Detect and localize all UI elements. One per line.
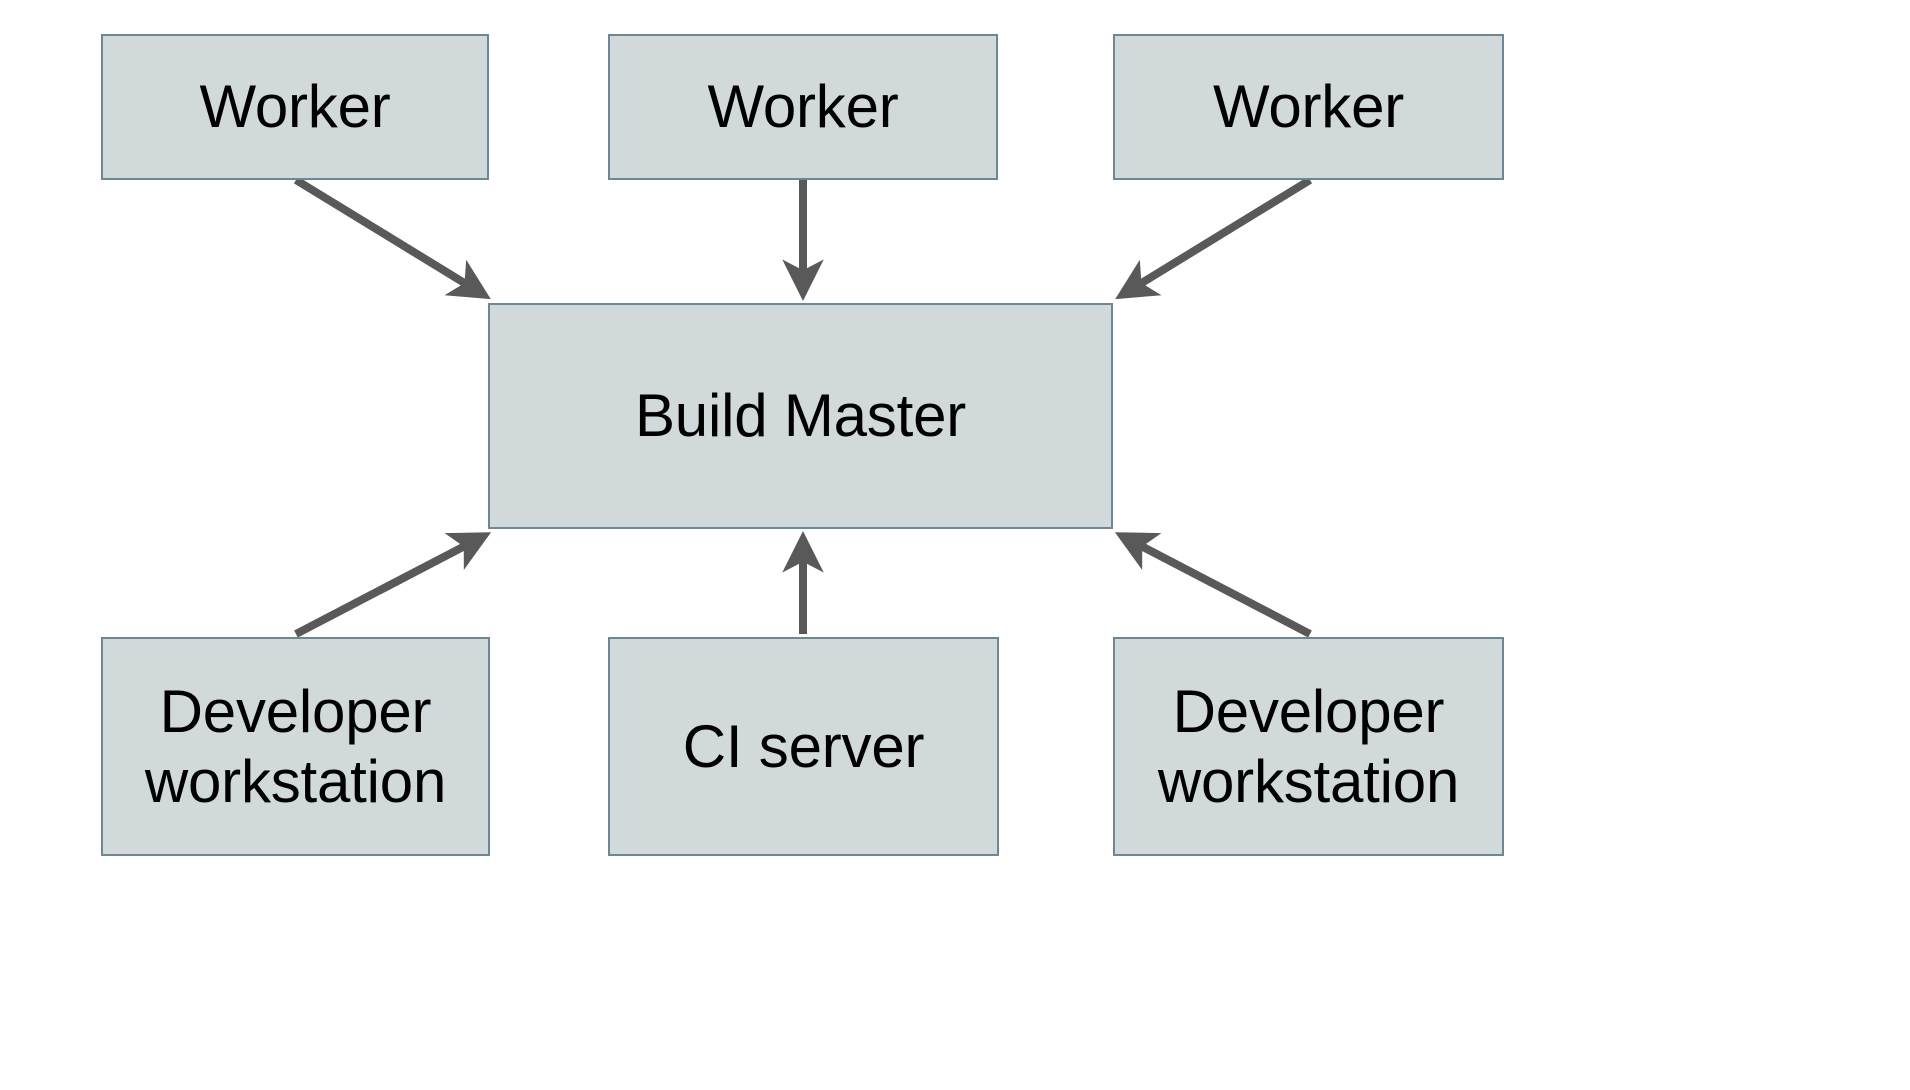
node-worker-3[interactable]: Worker bbox=[1113, 34, 1504, 180]
node-build-master[interactable]: Build Master bbox=[488, 303, 1113, 529]
node-build-master-label: Build Master bbox=[634, 382, 967, 450]
node-worker-2-label: Worker bbox=[707, 73, 899, 141]
node-dev-workstation-right-label: Developer workstation bbox=[1157, 677, 1460, 815]
node-ci-server-label: CI server bbox=[682, 712, 925, 780]
node-dev-workstation-left[interactable]: Developer workstation bbox=[101, 637, 490, 856]
edge-worker3-to-master bbox=[1115, 176, 1313, 300]
node-worker-1-label: Worker bbox=[199, 73, 391, 141]
edge-worker1-to-master bbox=[293, 176, 491, 300]
edge-devright-to-master bbox=[1114, 532, 1312, 638]
node-worker-3-label: Worker bbox=[1212, 73, 1405, 141]
node-dev-workstation-right[interactable]: Developer workstation bbox=[1113, 637, 1504, 856]
node-dev-workstation-left-label: Developer workstation bbox=[144, 677, 447, 815]
node-worker-2[interactable]: Worker bbox=[608, 34, 998, 180]
node-ci-server[interactable]: CI server bbox=[608, 637, 999, 856]
node-worker-1[interactable]: Worker bbox=[101, 34, 489, 180]
edge-devleft-to-master bbox=[294, 532, 492, 638]
